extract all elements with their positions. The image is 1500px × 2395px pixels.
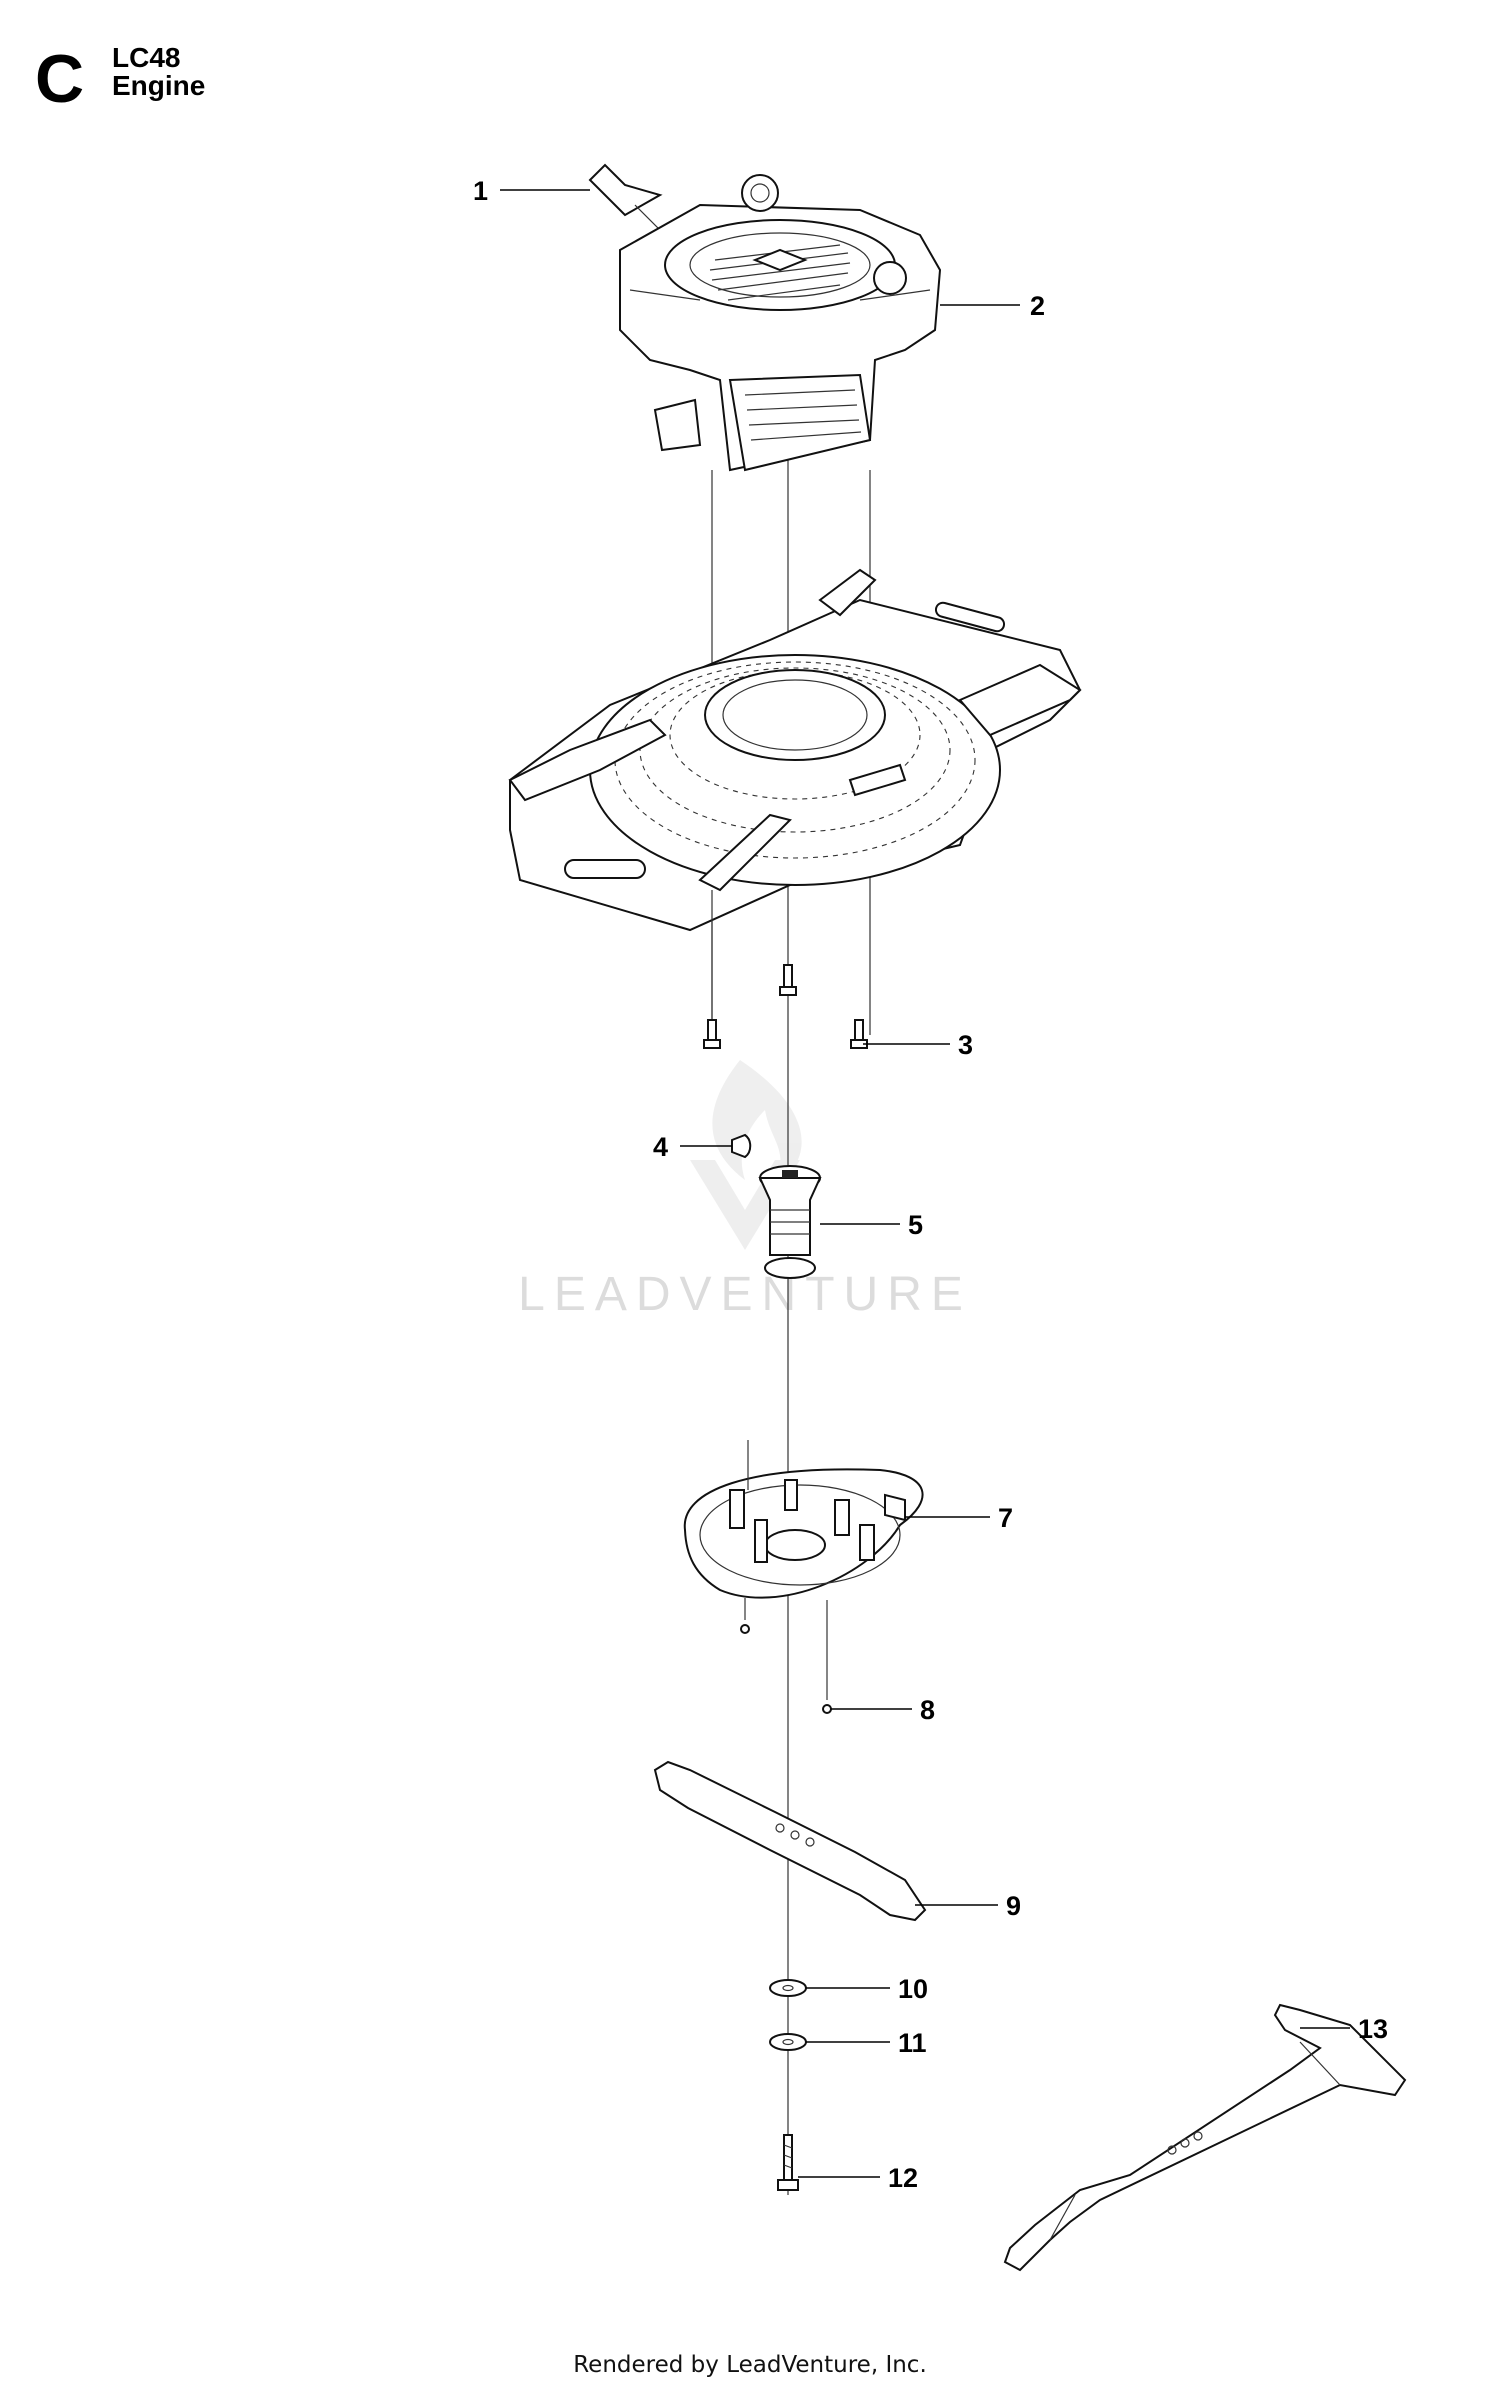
footer-credit: Rendered by LeadVenture, Inc. — [573, 2352, 927, 2378]
callout-3: 3 — [863, 1030, 973, 1060]
callout-number: 13 — [1358, 2014, 1388, 2044]
washer-part-11 — [769, 2033, 807, 2051]
leadventure-watermark: LEADVENTURE — [518, 1060, 972, 1321]
callout-5: 5 — [820, 1210, 923, 1240]
engine-part — [619, 174, 942, 472]
callout-1: 1 — [473, 176, 590, 206]
callout-number: 3 — [958, 1030, 973, 1060]
section-letter: C — [35, 41, 85, 117]
callout-number: 7 — [998, 1503, 1013, 1533]
mower-deck — [508, 568, 1082, 932]
washer-part-10 — [769, 1979, 807, 1997]
callout-number: 11 — [898, 2028, 927, 2058]
diagram-title: Engine — [112, 70, 206, 101]
callout-12: 12 — [798, 2163, 918, 2193]
blade-adapter-part — [758, 1165, 822, 1279]
screw-part-3 — [703, 890, 868, 1049]
callout-13: 13 — [1300, 2014, 1388, 2044]
callout-10: 10 — [806, 1974, 928, 2004]
callout-8: 8 — [831, 1695, 935, 1725]
callout-number: 9 — [1006, 1891, 1021, 1921]
fan-plate-part — [683, 1440, 924, 1599]
watermark-text: LEADVENTURE — [518, 1268, 972, 1321]
callout-number: 5 — [908, 1210, 923, 1240]
callout-9: 9 — [915, 1891, 1021, 1921]
callout-number: 10 — [898, 1974, 928, 2004]
model-name: LC48 — [112, 42, 181, 73]
key-part — [731, 1133, 752, 1159]
callout-number: 8 — [920, 1695, 935, 1725]
callout-2: 2 — [940, 291, 1045, 321]
blade-part-9 — [653, 1760, 927, 1922]
callout-7: 7 — [905, 1503, 1013, 1533]
callout-11: 11 — [806, 2028, 927, 2058]
callout-number: 4 — [653, 1132, 668, 1162]
bolt-part-12 — [777, 2134, 799, 2191]
callout-number: 2 — [1030, 291, 1045, 321]
screw-part-8 — [740, 1598, 832, 1714]
callout-number: 12 — [888, 2163, 918, 2193]
callout-4: 4 — [653, 1132, 732, 1162]
callout-number: 1 — [473, 176, 488, 206]
blade-part-13 — [1003, 2003, 1407, 2272]
